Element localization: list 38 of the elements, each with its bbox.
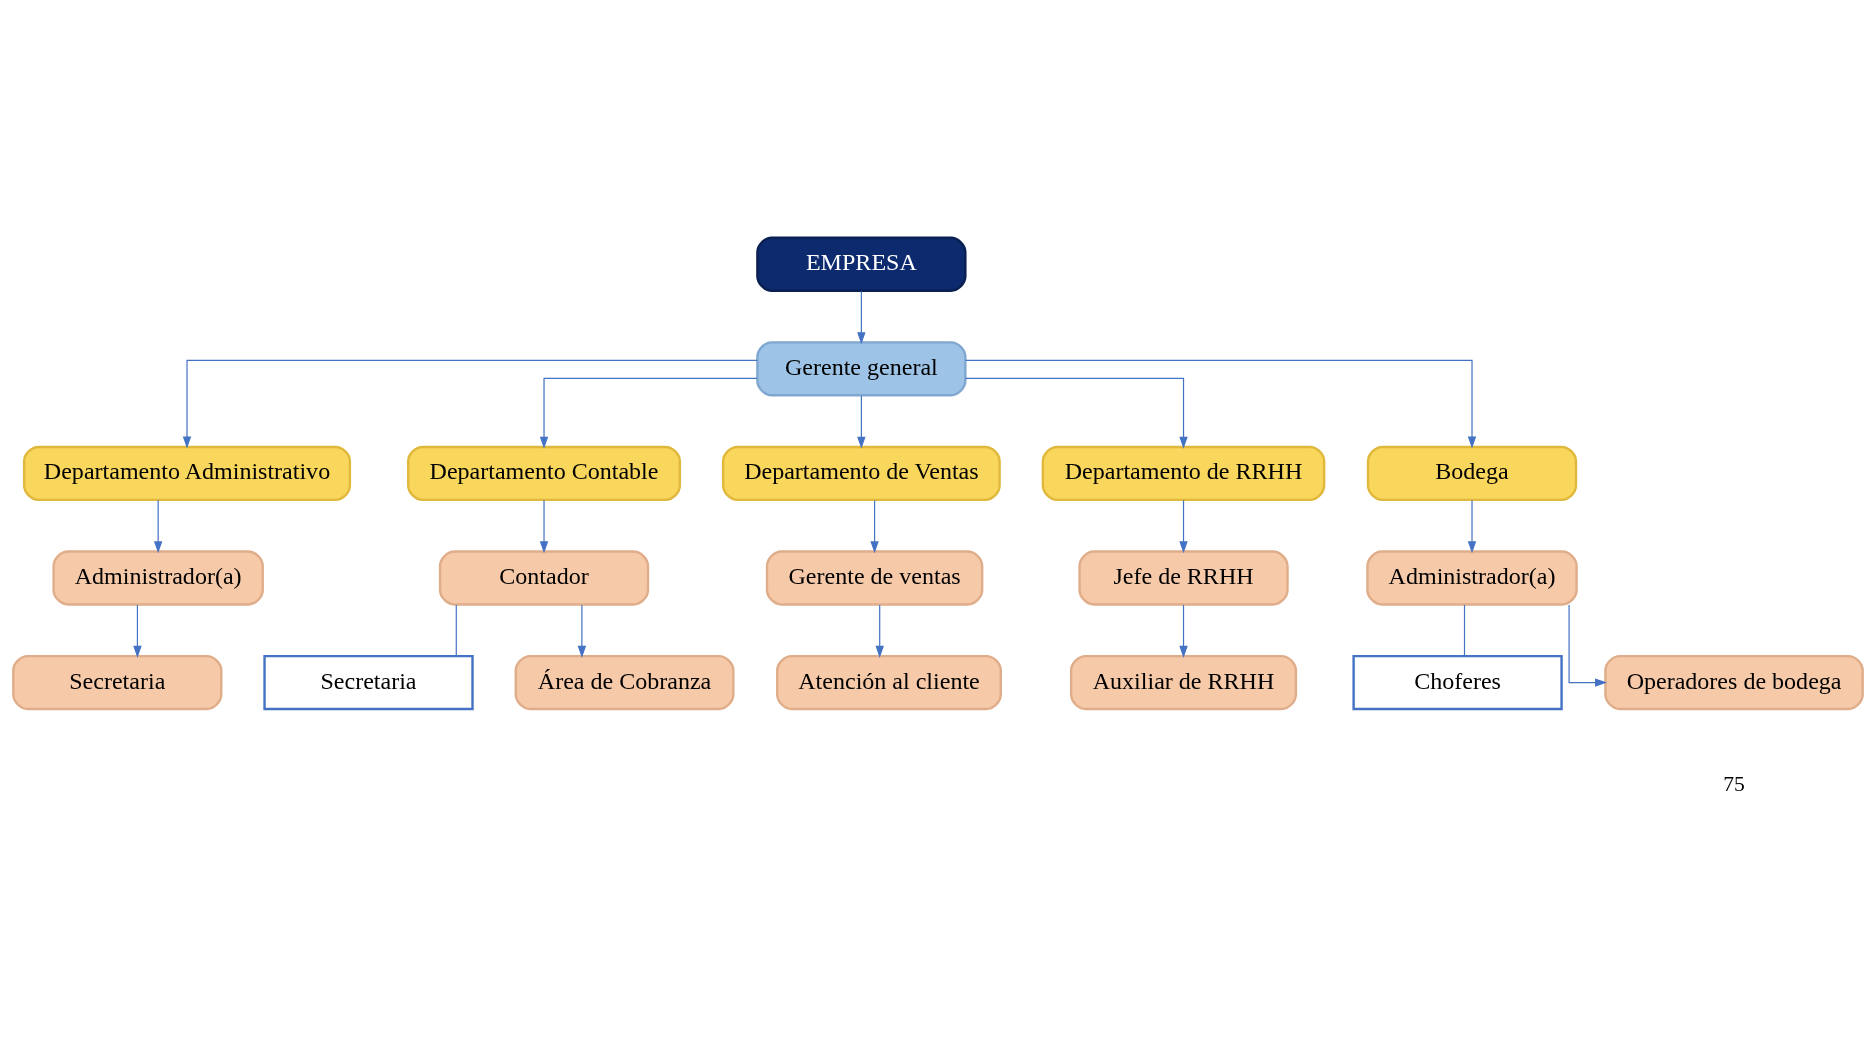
arrow	[1467, 499, 1477, 554]
arrow	[857, 395, 866, 449]
arrow	[857, 290, 866, 345]
arrow	[875, 604, 884, 658]
arrow	[1179, 604, 1188, 658]
node-box: Jefe de RRHH	[1078, 550, 1289, 606]
arrow	[133, 604, 142, 658]
node-box: Departamento Contable	[407, 445, 682, 502]
node-box: Gerente general	[756, 341, 967, 397]
node-box: Departamento Administrativo	[22, 445, 352, 502]
node-box: Choferes	[1352, 654, 1563, 711]
node-box: Secretaria	[12, 654, 223, 711]
node-box: Administrador(a)	[52, 550, 264, 606]
node-box: Administrador(a)	[1366, 550, 1578, 606]
node-box: EMPRESA	[756, 236, 967, 292]
label: 75	[1723, 772, 1745, 797]
node-box: Departamento de Ventas	[721, 445, 1001, 502]
node-box: Secretaria	[263, 654, 474, 711]
arrow	[539, 377, 758, 449]
arrow	[182, 359, 758, 449]
node-box: Departamento de RRHH	[1041, 445, 1326, 502]
node-box: Contador	[438, 550, 650, 606]
connector	[455, 604, 457, 657]
arrow	[1568, 604, 1608, 687]
arrow	[1179, 499, 1188, 554]
node-box: Operadores de bodega	[1604, 654, 1864, 711]
arrow	[870, 499, 879, 554]
arrow	[577, 604, 587, 658]
node-box: Gerente de ventas	[765, 550, 984, 606]
arrow	[539, 499, 549, 554]
arrow	[965, 359, 1477, 449]
arrow	[153, 499, 163, 554]
node-box: Auxiliar de RRHH	[1069, 654, 1298, 711]
node-box: Bodega	[1366, 445, 1578, 502]
connector	[1463, 604, 1466, 657]
node-box: Atención al cliente	[776, 654, 1002, 711]
arrow	[964, 377, 1188, 449]
node-box: Área de Cobranza	[514, 654, 735, 711]
